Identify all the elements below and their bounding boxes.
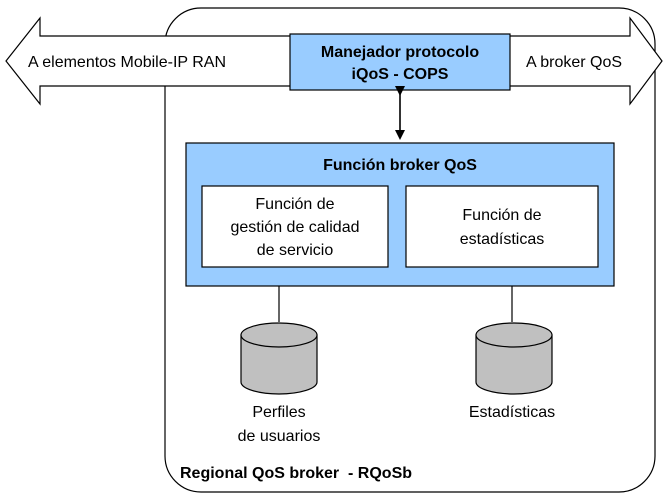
quality-box-line2: gestión de calidad [231,219,360,236]
stats-box-line2: estadísticas [460,231,544,248]
container-label: Regional QoS broker - RQoSb [180,465,412,482]
quality-management-box [201,185,389,268]
right-arrow-label: A broker QoS [526,54,622,71]
right-block-arrow [502,16,663,106]
user-profiles-database-icon [240,322,318,395]
stats-db-label: Estadísticas [469,404,555,421]
protocol-handler-line1: Manejador protocolo [321,44,479,61]
protocol-handler-line2: iQoS - COPS [352,66,449,83]
quality-box-line1: Función de [255,196,334,213]
left-arrow-label: A elementos Mobile-IP RAN [28,54,226,71]
profiles-db-label-line1: Perfiles [252,404,305,421]
statistics-database-icon [475,322,553,395]
statistics-function-box [405,185,599,268]
quality-box-line3: de servicio [257,242,334,259]
profiles-db-label-line2: de usuarios [238,428,321,445]
broker-function-title: Función broker QoS [323,157,477,174]
stats-box-line1: Función de [462,207,541,224]
